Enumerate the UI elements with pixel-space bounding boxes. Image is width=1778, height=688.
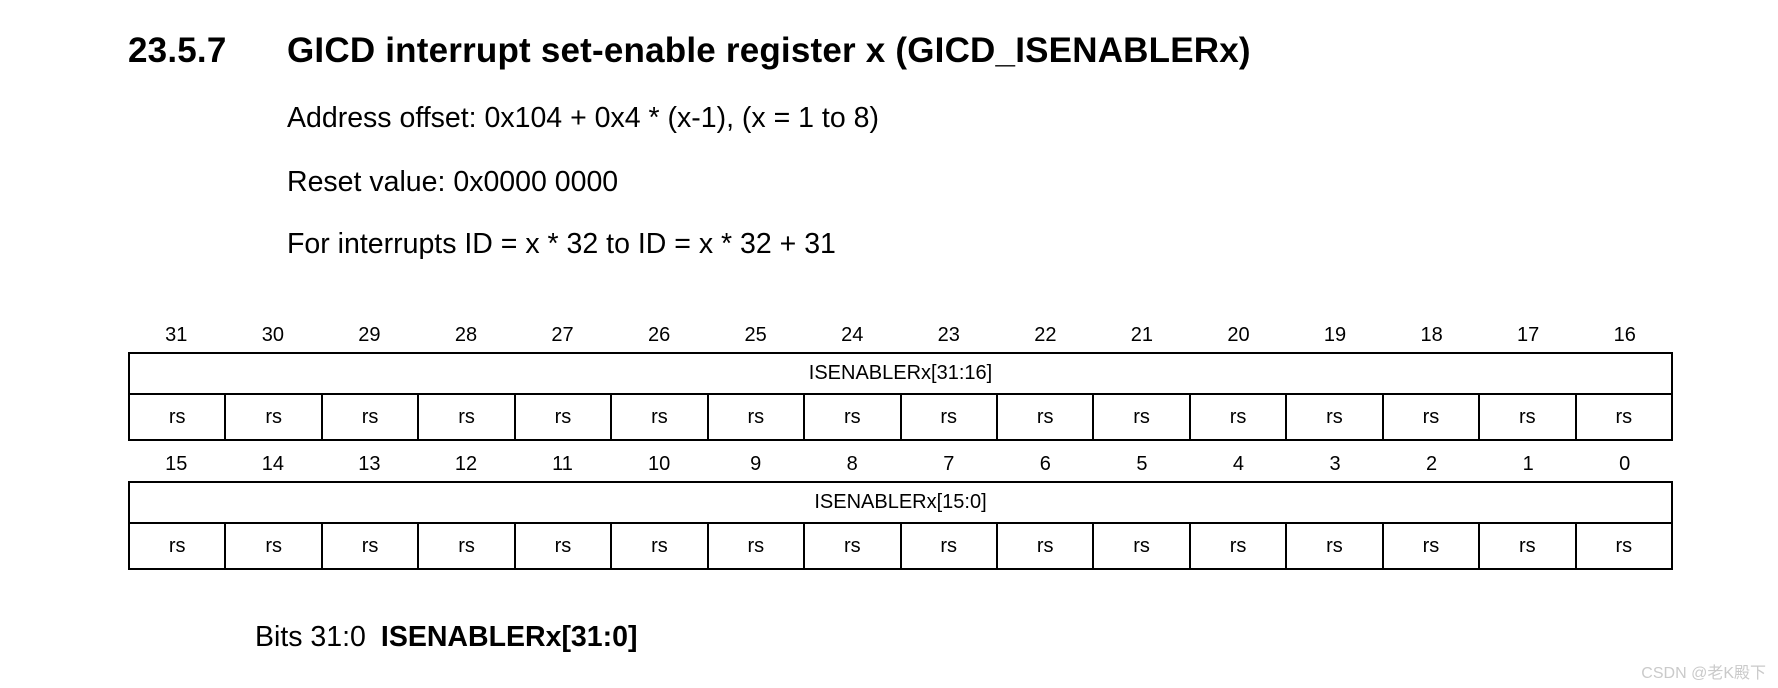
bits-range-label: Bits 31:0	[255, 621, 366, 653]
bit-number-label: 21	[1130, 324, 1154, 346]
access-type-cell: rs	[902, 395, 998, 439]
access-type-cell: rs	[1615, 405, 1633, 428]
bit-number-label: 0	[1619, 453, 1631, 475]
access-type-cell: rs	[1287, 395, 1384, 439]
access-type-cell: rs	[419, 395, 516, 439]
access-type-cell: rs	[130, 524, 227, 568]
access-type-cell: rs	[226, 395, 323, 439]
access-type-cell: rs	[1094, 395, 1191, 439]
access-type-cell: rs	[1384, 524, 1481, 568]
field-name-cell: ISENABLERx[31:16]	[130, 354, 1671, 395]
access-type-cell: rs	[1480, 524, 1577, 568]
field-name-label: ISENABLERx[31:0]	[380, 621, 638, 653]
bit-number-label: 24	[841, 324, 864, 346]
bit-number-label: 29	[358, 324, 381, 346]
access-type-cell: rs	[805, 524, 902, 568]
access-type-cell: rs	[805, 395, 902, 439]
bit-number-label: 14	[261, 453, 284, 475]
bit-number-label: 9	[750, 453, 762, 475]
access-type-cell: rs	[1094, 524, 1191, 568]
access-type-cell: rs	[1191, 395, 1288, 439]
bit-number-label: 10	[647, 453, 671, 475]
bit-number-label: 4	[1232, 453, 1245, 475]
bit-number-label: 15	[165, 453, 188, 475]
bit-number-label: 12	[454, 453, 478, 475]
bit-number-label: 18	[1420, 324, 1443, 346]
access-type-cell: rs	[1287, 524, 1384, 568]
bit-number-label: 30	[261, 324, 284, 346]
access-type-cell: rs	[998, 524, 1095, 568]
access-type-cell: rs	[902, 524, 998, 568]
bit-number-label: 26	[647, 324, 671, 346]
access-type-cell: rs	[323, 395, 420, 439]
interrupts-range-line: For interrupts ID = x * 32 to ID = x * 3…	[287, 228, 836, 260]
access-type-cell: rs	[998, 395, 1095, 439]
access-type-cell: rs	[1384, 395, 1481, 439]
bit-number-row-upper: 31 30 29 28 27 26 25 24 23 22 21 20 19 18 17 16	[128, 324, 1673, 346]
access-type-cell: rs	[130, 395, 227, 439]
bit-number-label: 25	[744, 324, 767, 346]
access-type-cell: rs	[226, 524, 323, 568]
bit-number-label: 7	[943, 453, 955, 475]
address-offset-line: Address offset: 0x104 + 0x4 * (x-1), (x …	[287, 102, 879, 134]
bit-number-label: 8	[846, 453, 858, 475]
section-number: 23.5.7	[128, 31, 227, 70]
bit-number-label: 11	[552, 453, 573, 475]
bit-number-label: 16	[1613, 324, 1636, 346]
bit-number-label: 20	[1227, 324, 1250, 346]
bit-number-label: 2	[1426, 453, 1438, 475]
bit-number-label: 13	[358, 453, 381, 475]
access-type-cell: rs	[516, 524, 613, 568]
bit-number-label: 5	[1136, 453, 1148, 475]
bit-number-label: 22	[1034, 324, 1057, 346]
bit-number-label: 27	[551, 324, 574, 346]
bit-number-label: 28	[454, 324, 478, 346]
access-type-cell: rs	[709, 395, 806, 439]
page-title: GICD interrupt set-enable register x (GI…	[287, 31, 1251, 70]
access-type-cell: rs	[419, 524, 516, 568]
access-type-cell: rs	[1191, 524, 1288, 568]
section-heading: 23.5.7 GICD interrupt set-enable registe…	[128, 31, 1251, 71]
bit-number-label: 3	[1329, 453, 1341, 475]
access-type-cell: rs	[516, 395, 613, 439]
access-type-cell: rs	[1480, 395, 1577, 439]
access-type-cell: rs	[612, 395, 709, 439]
bit-number-label: 31	[165, 324, 188, 346]
bit-number-label: 17	[1517, 324, 1540, 346]
reset-value-line: Reset value: 0x0000 0000	[287, 166, 619, 198]
access-type-cell: rs	[612, 524, 709, 568]
bit-number-label: 6	[1039, 453, 1051, 475]
access-type-cell: rs	[323, 524, 420, 568]
field-description-line: Bits 31:0 ISENABLERx[31:0]	[255, 621, 637, 654]
field-name-cell: ISENABLERx[15:0]	[130, 483, 1671, 524]
access-type-cell: rs	[709, 524, 806, 568]
access-type-cell: rs	[1615, 534, 1633, 557]
csdn-watermark: CSDN @老K殿下	[1641, 665, 1766, 682]
bit-number-label: 1	[1522, 453, 1534, 475]
bit-number-label: 23	[937, 324, 960, 346]
bit-number-label: 19	[1323, 324, 1347, 346]
